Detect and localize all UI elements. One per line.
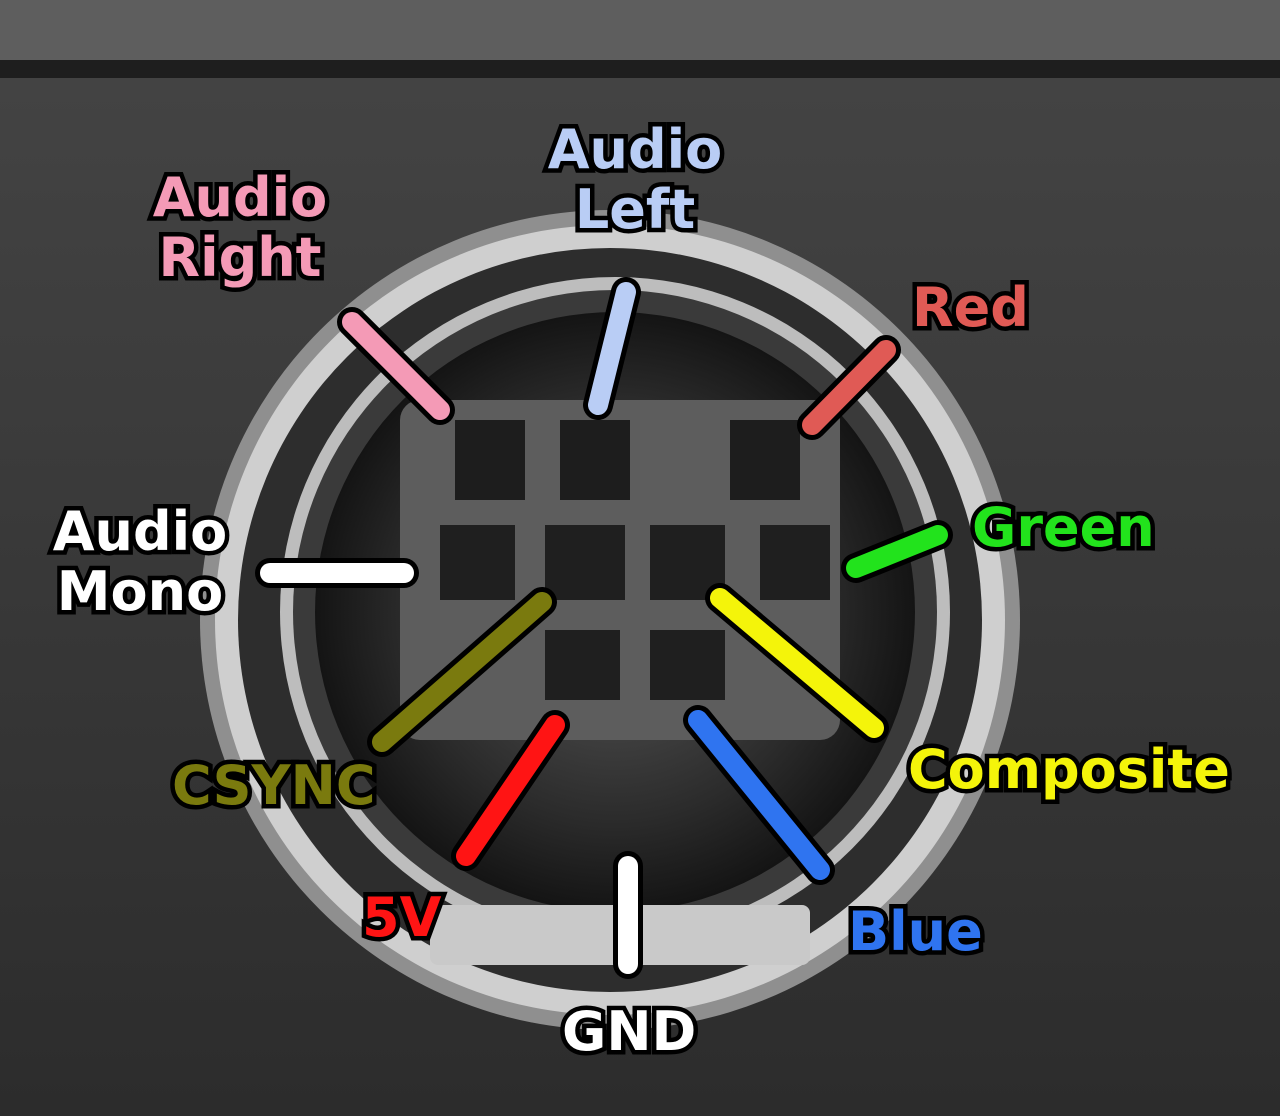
top-bezel-edge [0,60,1280,78]
label-audio-left: Audio Left [535,115,735,244]
label-composite: Composite [904,735,1235,804]
label-green: Green [968,493,1160,562]
label-blue-line1: Blue [844,897,988,966]
label-gnd-line1: GND [557,997,700,1066]
line-red [802,340,896,435]
label-red: Red [908,273,1034,342]
line-5v [456,715,565,866]
line-csync [372,592,552,752]
label-audio-mono-line2: Mono [52,557,227,626]
label-audio-left-line2: Left [570,175,699,244]
line-audio-left [588,282,636,415]
label-audio-mono-line1: Audio [48,497,232,566]
label-audio-right-line1: Audio [148,163,332,232]
label-audio-mono: Audio Mono [40,497,240,626]
line-blue [688,710,830,880]
label-composite-line1: Composite [904,735,1235,804]
line-audio-right [342,312,450,420]
label-csync: CSYNC [167,751,379,820]
line-composite [710,588,884,738]
label-gnd: GND [557,997,700,1066]
line-green [846,525,948,578]
pin-insert [400,400,840,740]
label-5v-line1: 5V [357,883,445,952]
label-audio-right-line2: Right [154,223,326,292]
label-csync-line1: CSYNC [167,751,379,820]
top-bezel [0,0,1280,70]
label-blue: Blue [844,897,988,966]
label-5v: 5V [357,883,445,952]
pin-indicator-lines [255,277,953,979]
label-audio-left-line1: Audio [543,115,727,184]
label-green-line1: Green [968,493,1160,562]
label-audio-right: Audio Right [140,163,340,292]
label-red-line1: Red [908,273,1034,342]
